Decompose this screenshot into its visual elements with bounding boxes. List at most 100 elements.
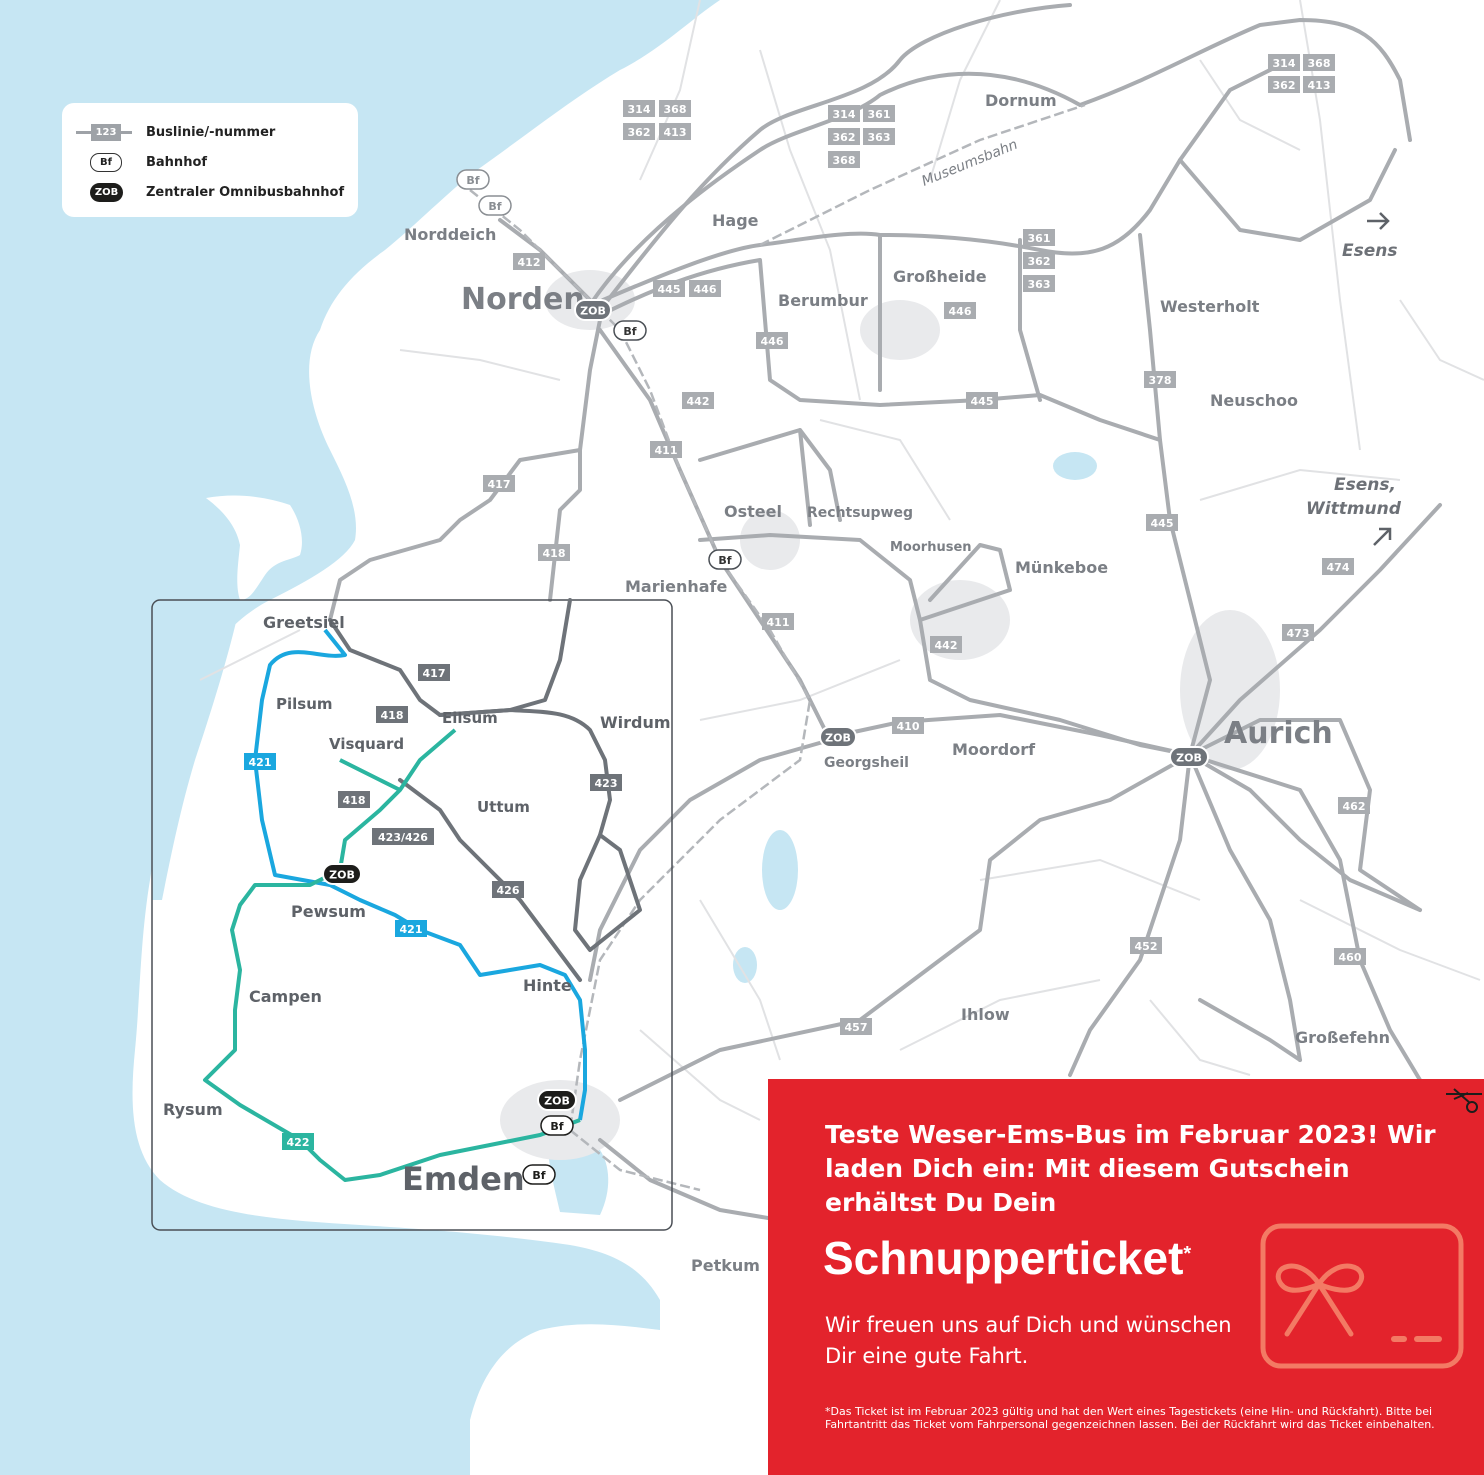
svg-text:442: 442 <box>687 395 710 408</box>
bus-routes-grey <box>328 3 1442 1222</box>
place-norden: Norden <box>461 282 585 317</box>
svg-text:421: 421 <box>249 756 272 769</box>
line-badge: 452 <box>1130 937 1162 954</box>
line-badge: 362 <box>1268 76 1300 93</box>
station-bahnhof: Bf <box>456 169 490 190</box>
arrow-right-icon <box>1367 212 1390 230</box>
line-badge: 368 <box>659 100 691 117</box>
legend-zob-label: Zentraler Omnibusbahnhof <box>146 184 345 200</box>
place-rysum: Rysum <box>163 1100 223 1119</box>
svg-text:368: 368 <box>664 103 687 116</box>
svg-text:418: 418 <box>381 709 404 722</box>
svg-text:423: 423 <box>595 777 618 790</box>
svg-text:445: 445 <box>1151 517 1174 530</box>
svg-text:363: 363 <box>1028 278 1051 291</box>
svg-text:423/426: 423/426 <box>378 831 428 844</box>
place-marienhafe: Marienhafe <box>625 577 727 596</box>
line-badge: 462 <box>1338 797 1370 814</box>
svg-text:411: 411 <box>767 616 790 629</box>
line-badge: 418 <box>538 544 570 561</box>
line-badge: 361 <box>863 105 895 122</box>
place-berumbur: Berumbur <box>778 291 868 310</box>
lake <box>1053 452 1097 480</box>
place-westerholt: Westerholt <box>1160 297 1260 316</box>
lake <box>733 947 757 983</box>
line-badge: 418 <box>338 791 370 808</box>
leybucht-bay <box>152 600 240 900</box>
svg-text:413: 413 <box>1308 79 1331 92</box>
svg-text:361: 361 <box>868 108 891 121</box>
coupon-fine-print: *Das Ticket ist im Februar 2023 gültig u… <box>825 1405 1435 1431</box>
place-rechtsupweg: Rechtsupweg <box>807 505 913 521</box>
place-dornum: Dornum <box>985 91 1057 110</box>
coupon-ticket-text: Schnupperticket <box>823 1232 1184 1284</box>
svg-text:418: 418 <box>343 794 366 807</box>
coupon-panel: Teste Weser-Ems-Bus im Februar 2023! Wir… <box>768 1079 1484 1475</box>
station-zob: ZOB <box>819 726 857 748</box>
svg-text:446: 446 <box>949 305 972 318</box>
line-badge: 417 <box>418 664 450 681</box>
place-osteel: Osteel <box>724 502 782 521</box>
line-badge: 457 <box>840 1018 872 1035</box>
station-bahnhof: Bf <box>613 320 647 341</box>
svg-text:362: 362 <box>1273 79 1296 92</box>
route-422 <box>203 728 581 1182</box>
line-badge: 422 <box>282 1133 314 1150</box>
place-moorhusen: Moorhusen <box>890 540 972 555</box>
svg-text:452: 452 <box>1135 940 1158 953</box>
place-greetsiel: Greetsiel <box>263 613 345 632</box>
place-grossheide: Großheide <box>893 267 987 286</box>
place-pewsum: Pewsum <box>291 902 366 921</box>
line-badge: 418 <box>376 706 408 723</box>
svg-text:418: 418 <box>543 547 566 560</box>
lake <box>762 830 798 910</box>
harbour-water <box>548 1145 609 1215</box>
coupon-ticket-name: Schnupperticket* <box>823 1231 1191 1285</box>
line-badge: 362 <box>828 128 860 145</box>
line-badge: 314 <box>1268 54 1300 71</box>
svg-text:Bf: Bf <box>466 174 479 187</box>
line-badge: 445 <box>1146 514 1178 531</box>
bus-routes-dark <box>328 598 642 982</box>
line-badge: 411 <box>650 441 682 458</box>
line-badge: 411 <box>762 613 794 630</box>
svg-text:ZOB: ZOB <box>825 732 851 745</box>
line-badge: 445 <box>653 280 685 297</box>
line-badge: 423 <box>590 774 622 791</box>
svg-text:413: 413 <box>664 126 687 139</box>
line-badge: 445 <box>966 392 998 409</box>
place-campen: Campen <box>249 987 322 1006</box>
legend-busline-symbol: 123 <box>76 123 136 141</box>
gift-card-icon <box>1260 1223 1464 1369</box>
legend-bahnhof-symbol: Bf <box>76 153 136 172</box>
svg-text:445: 445 <box>658 283 681 296</box>
line-badge: 362 <box>623 123 655 140</box>
place-georgsheil: Georgsheil <box>824 755 909 771</box>
road-network <box>199 0 1484 1121</box>
place-ihlow: Ihlow <box>961 1005 1010 1024</box>
line-badge: 378 <box>1144 371 1176 388</box>
svg-text:462: 462 <box>1343 800 1366 813</box>
coupon-greeting: Wir freuen uns auf Dich und wünschen Dir… <box>825 1313 1232 1368</box>
coupon-ticket-asterisk: * <box>1183 1243 1192 1265</box>
svg-text:363: 363 <box>868 131 891 144</box>
svg-text:314: 314 <box>628 103 651 116</box>
svg-text:ZOB: ZOB <box>1176 752 1202 765</box>
place-esens-wittmund-line1: Esens, <box>1334 475 1396 495</box>
svg-text:368: 368 <box>833 154 856 167</box>
peninsula <box>206 495 302 600</box>
line-badge: 421 <box>244 753 276 770</box>
svg-text:422: 422 <box>287 1136 310 1149</box>
svg-text:426: 426 <box>497 884 520 897</box>
svg-text:ZOB: ZOB <box>329 869 355 882</box>
line-badge: 442 <box>682 392 714 409</box>
svg-text:ZOB: ZOB <box>580 305 606 318</box>
line-badge: 413 <box>1303 76 1335 93</box>
line-badge: 368 <box>828 151 860 168</box>
legend-row-busline: 123 Buslinie/-nummer <box>76 121 275 143</box>
line-badge: 446 <box>944 302 976 319</box>
station-zob: ZOB <box>574 299 612 321</box>
place-grossefehn: Großefehn <box>1295 1028 1390 1047</box>
line-badge: 410 <box>892 717 924 734</box>
